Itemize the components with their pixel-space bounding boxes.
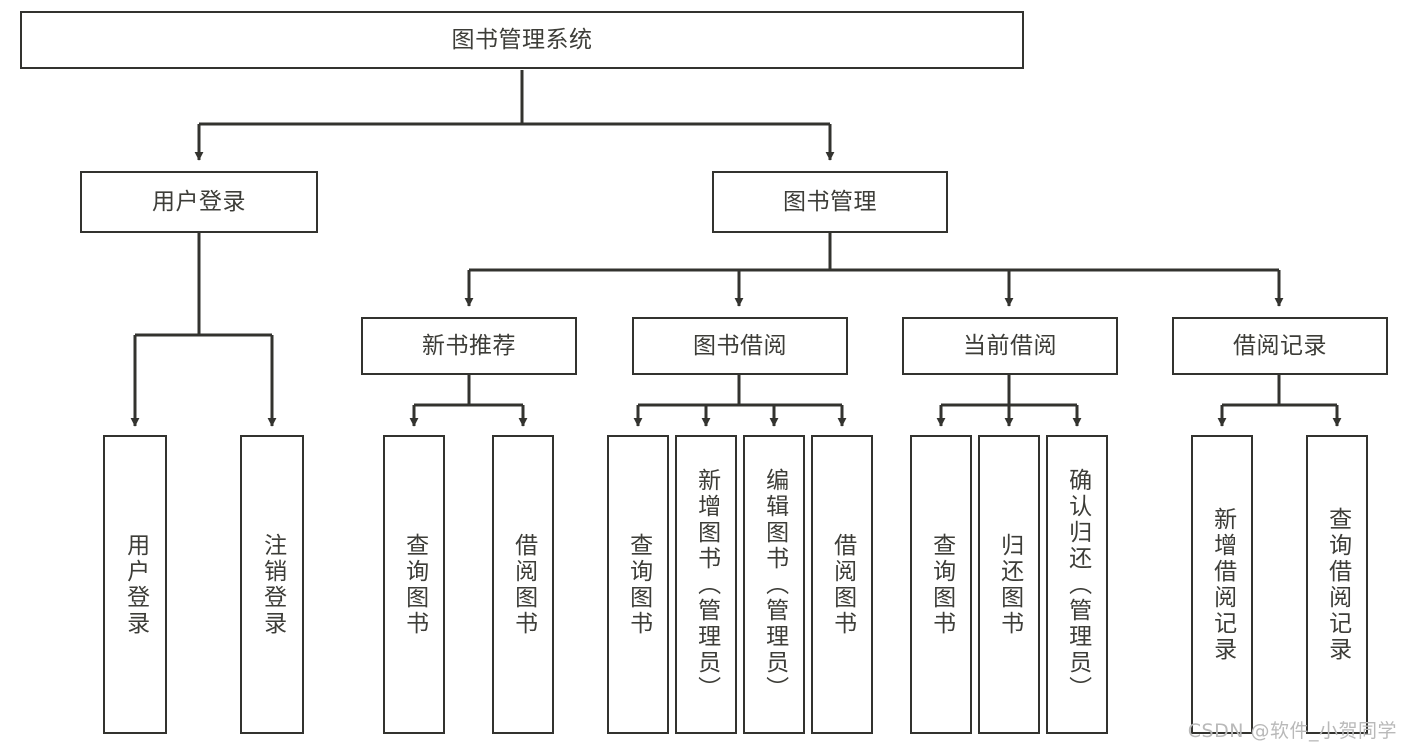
node-label: 借阅图书 [829, 532, 856, 637]
node-label: 查询图书 [928, 532, 955, 637]
node-leaf-return-book[interactable]: 归还图书 [978, 435, 1040, 734]
node-label: 图书管理 [783, 188, 877, 215]
node-leaf-edit-book-admin[interactable]: 编辑图书（管理员） [743, 435, 805, 734]
node-root-book-management-system[interactable]: 图书管理系统 [20, 11, 1024, 69]
node-book-borrow[interactable]: 图书借阅 [632, 317, 848, 375]
node-label: 确认归还（管理员） [1064, 467, 1091, 702]
node-leaf-add-book-admin[interactable]: 新增图书（管理员） [675, 435, 737, 734]
node-label: 归还图书 [996, 532, 1023, 637]
node-label: 当前借阅 [963, 332, 1057, 359]
node-leaf-borrow-book[interactable]: 借阅图书 [811, 435, 873, 734]
node-label: 查询借阅记录 [1324, 506, 1351, 663]
node-label: 图书管理系统 [451, 26, 593, 53]
node-label: 图书借阅 [693, 332, 787, 359]
node-label: 注销登录 [259, 532, 286, 637]
node-label: 用户登录 [122, 532, 149, 637]
node-label: 查询图书 [625, 532, 652, 637]
node-leaf-confirm-return-admin[interactable]: 确认归还（管理员） [1046, 435, 1108, 734]
node-leaf-borrow-book-recommend[interactable]: 借阅图书 [492, 435, 554, 734]
node-label: 新增借阅记录 [1209, 506, 1236, 663]
node-leaf-query-book-current[interactable]: 查询图书 [910, 435, 972, 734]
node-label: 查询图书 [401, 532, 428, 637]
node-leaf-query-book-recommend[interactable]: 查询图书 [383, 435, 445, 734]
node-label: 新增图书（管理员） [693, 467, 720, 702]
node-borrow-record[interactable]: 借阅记录 [1172, 317, 1388, 375]
node-leaf-user-login[interactable]: 用户登录 [103, 435, 167, 734]
node-leaf-query-book-borrow[interactable]: 查询图书 [607, 435, 669, 734]
node-book-management[interactable]: 图书管理 [712, 171, 948, 233]
watermark-text: CSDN @软件_小贺同学 [1187, 720, 1397, 742]
node-label: 编辑图书（管理员） [761, 467, 788, 702]
node-new-book-recommend[interactable]: 新书推荐 [361, 317, 577, 375]
node-leaf-logout[interactable]: 注销登录 [240, 435, 304, 734]
node-leaf-query-borrow-record[interactable]: 查询借阅记录 [1306, 435, 1368, 734]
node-current-borrow[interactable]: 当前借阅 [902, 317, 1118, 375]
node-leaf-add-borrow-record[interactable]: 新增借阅记录 [1191, 435, 1253, 734]
node-label: 借阅图书 [510, 532, 537, 637]
node-user-login[interactable]: 用户登录 [80, 171, 318, 233]
node-label: 借阅记录 [1233, 332, 1327, 359]
node-label: 新书推荐 [422, 332, 516, 359]
node-label: 用户登录 [152, 188, 246, 215]
